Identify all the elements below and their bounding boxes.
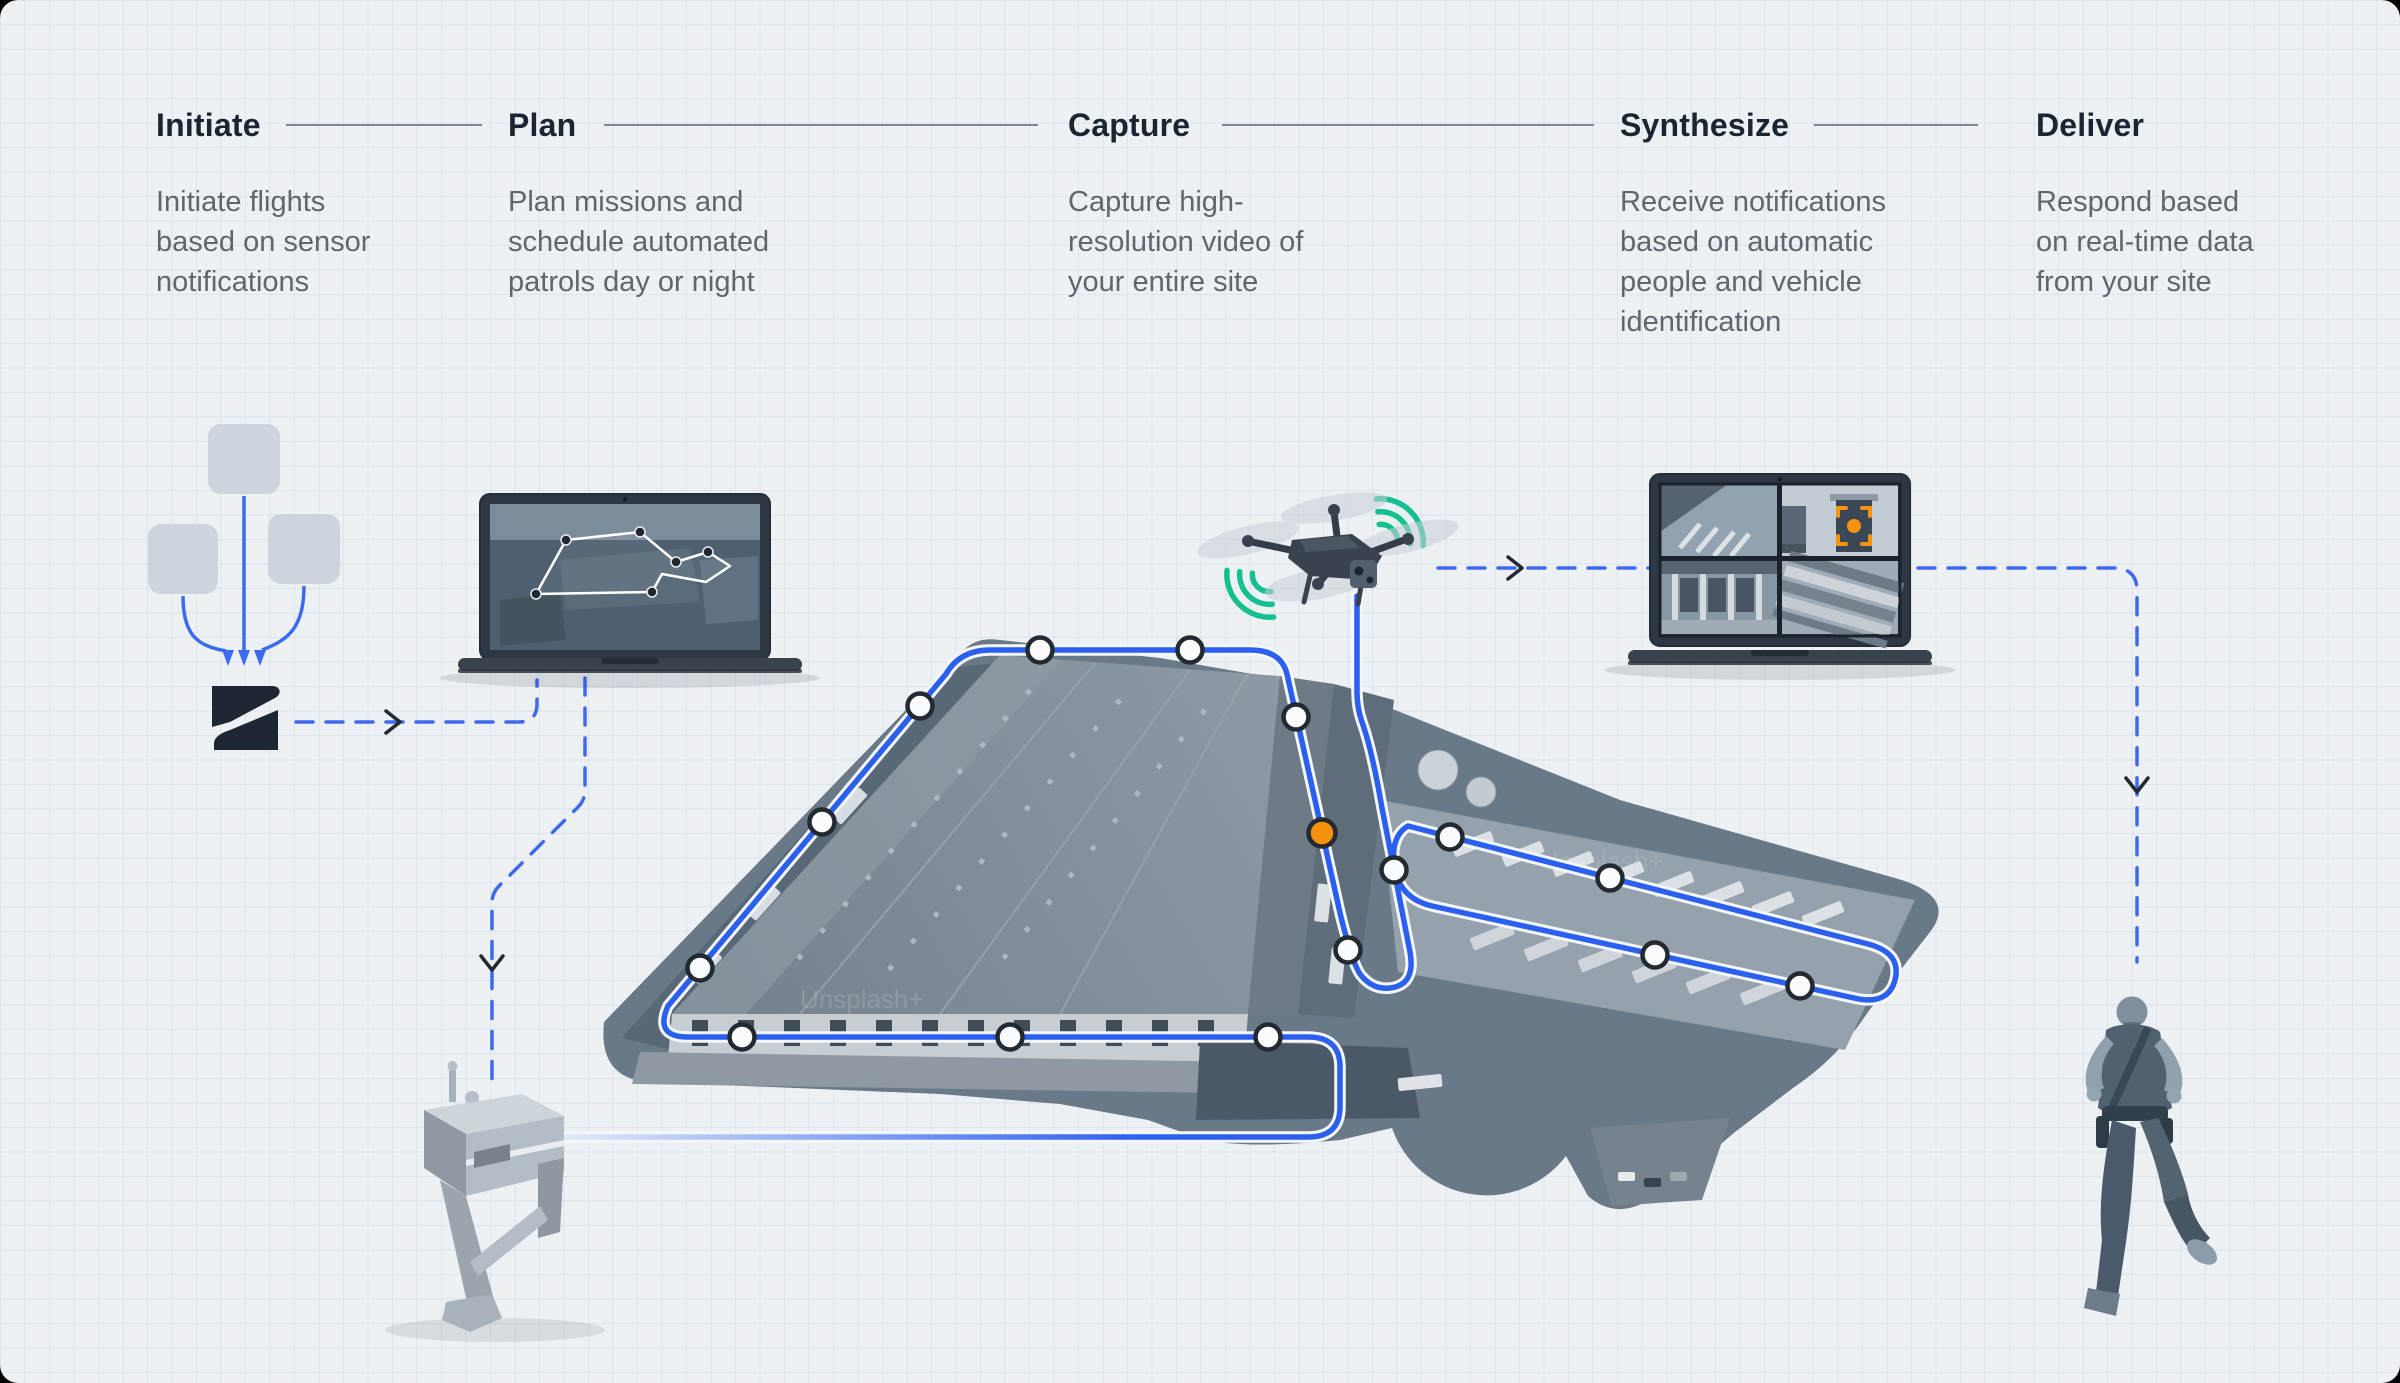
chevron-down-icon [479,954,505,972]
step-title: Plan [508,107,577,143]
guard-torso [2098,1024,2172,1117]
step-title: Synthesize [1620,107,1790,143]
quadcopter-drone [1197,492,1459,620]
dock-return-line [557,1064,1343,1140]
chevron-right-icon [1506,555,1524,581]
guard-head [2116,996,2148,1028]
storage-tank [1417,749,1459,791]
annex-roof [1248,676,1334,1014]
step-description: Initiate flights based on sensor notific… [156,186,371,298]
guard-duty-belt [2102,1106,2168,1121]
mission-map-screen [490,496,760,650]
arrowheads [222,650,266,666]
dock-head-left [424,1110,466,1196]
waypoints [685,635,1815,1052]
step-divider [1814,124,1978,126]
step-synthesize: Synthesize Receive notifications based o… [1620,108,1940,342]
guard-right-leg [2140,1118,2188,1202]
sensor-nodes-icon [148,424,340,666]
company-logo-mark [212,686,280,750]
step-description: Capture high- resolution video of your e… [1068,186,1304,298]
step-plan: Plan Plan missions and schedule automate… [508,108,828,302]
drone-camera-lens [1366,576,1374,584]
photo-watermark: Unsplash+ [800,984,924,1014]
connector-plan-to-dock [490,676,587,1084]
step-title: Initiate [156,107,261,143]
dock-vent [474,1144,510,1168]
visitor-lot [1590,1118,1730,1206]
step-divider [604,124,1038,126]
storage-tank [1465,776,1497,808]
guard-right-arm [2154,1038,2183,1098]
mission-path [534,530,732,596]
dock-leg-rear [538,1158,564,1238]
drone-camera-gimbal [1350,560,1377,588]
gate-truck [1397,1073,1443,1092]
step-description: Receive notifications based on automatic… [1620,186,1886,338]
drone-dock-station [385,1061,605,1342]
warehouse-roof-highlight [672,655,1062,1014]
chevron-down-icon [2124,776,2150,794]
step-description: Plan missions and schedule automated pat… [508,186,770,298]
laptop-mission-map [440,493,820,688]
dock-foot [442,1294,502,1332]
step-title: Capture [1068,107,1191,143]
connector-logo-to-plan [294,678,539,724]
roof-units [778,688,1207,982]
target-dot [1847,519,1861,533]
roof-seams [799,662,1248,1015]
step-description: Respond based on real-time data from you… [2036,186,2254,298]
mission-waypoints [530,526,714,600]
aerial-site-photo: Unsplash+ Unsplash+ [603,639,1939,1210]
security-guard-running [2084,996,2218,1316]
camera-feed-grid [1658,476,1906,649]
guard-left-arm [2085,1036,2114,1096]
gate-canopy [1196,1040,1420,1120]
guard-right-shoe [2186,1239,2218,1265]
webcam-dot [622,496,628,502]
dock-head-top [424,1094,564,1134]
dock-leg-front [440,1180,494,1316]
active-waypoint [1306,817,1338,849]
dashed-connectors [294,566,2139,1084]
laptop-base [1628,650,1932,663]
front-apron [632,1052,1292,1094]
guard-strap [2106,1026,2152,1114]
webcam-dot [1777,476,1783,482]
drone-camera-lens [1354,566,1364,576]
step-title: Deliver [2036,107,2145,143]
laptop-camera-grid [1605,473,1955,680]
drone-body-top [1300,536,1360,552]
connector-drone-to-guard [1436,566,2139,964]
step-capture: Capture Capture high- resolution video o… [1068,108,1348,302]
target-reticle-icon [1836,506,1872,546]
parked-cars [1618,1172,1687,1187]
step-deliver: Deliver Respond based on real-time data … [2036,108,2316,302]
step-divider [286,124,482,126]
chevron-right-icon [384,709,402,735]
connector-arrowheads [384,555,2150,972]
guard-left-shoe [2084,1288,2120,1316]
laptop-base [458,658,802,671]
step-divider [1222,124,1594,126]
drone-rotor-hubs [1242,504,1414,590]
guard-right-calf [2164,1194,2210,1254]
dock-leg-strut [470,1206,548,1276]
step-initiate: Initiate Initiate flights based on senso… [156,108,406,302]
guard-left-leg [2096,1120,2136,1296]
